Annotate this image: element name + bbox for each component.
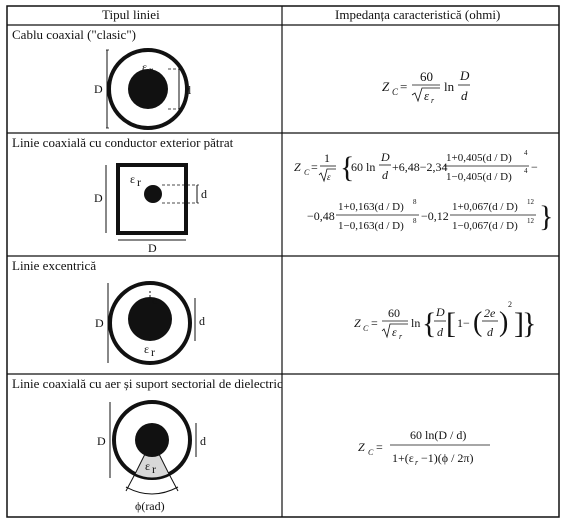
svg-text:r: r bbox=[152, 462, 156, 476]
svg-text:C: C bbox=[368, 448, 374, 457]
label-d: d bbox=[185, 83, 191, 97]
svg-text:=: = bbox=[371, 316, 378, 330]
svg-text:{: { bbox=[422, 307, 436, 340]
svg-text:D: D bbox=[94, 191, 103, 205]
svg-text:): ) bbox=[499, 307, 508, 338]
svg-text:=: = bbox=[311, 160, 318, 174]
svg-text:Z: Z bbox=[354, 316, 361, 330]
svg-text:+6,48−2,34: +6,48−2,34 bbox=[392, 160, 448, 174]
svg-text:=: = bbox=[400, 79, 407, 94]
svg-text:1+0,405(d / D): 1+0,405(d / D) bbox=[446, 152, 512, 164]
svg-text:1+0,163(d / D): 1+0,163(d / D) bbox=[338, 201, 404, 213]
svg-text:d: d bbox=[487, 325, 494, 339]
row-title-eccentric: Linie excentrică bbox=[12, 258, 97, 273]
header-impedance: Impedanța caracteristică (ohmi) bbox=[335, 7, 501, 22]
svg-text:d: d bbox=[200, 434, 206, 448]
svg-text:C: C bbox=[392, 87, 399, 97]
svg-text:r: r bbox=[399, 332, 403, 341]
svg-text:1+(ε: 1+(ε bbox=[392, 451, 414, 465]
svg-text:{: { bbox=[340, 151, 354, 184]
svg-text:2e: 2e bbox=[484, 306, 496, 320]
svg-text:=: = bbox=[376, 440, 383, 454]
svg-text:ε: ε bbox=[392, 325, 397, 339]
svg-text:c: c bbox=[152, 293, 157, 307]
svg-text:−: − bbox=[531, 160, 538, 174]
svg-text:d: d bbox=[461, 88, 468, 103]
square-coax-diagram: D d D ε r bbox=[94, 163, 207, 255]
svg-text:[: [ bbox=[446, 307, 456, 340]
svg-text:r: r bbox=[431, 96, 435, 105]
svg-text:C: C bbox=[304, 168, 310, 177]
row-title-sector: Linie coaxială cu aer și suport sectoria… bbox=[12, 376, 283, 391]
svg-text:ε: ε bbox=[144, 342, 149, 356]
angle-label: ϕ(rad) bbox=[135, 499, 165, 513]
formula-square-coax: Z C = 1 ε { 60 ln D d +6,48−2,34 1+0,405… bbox=[294, 149, 553, 233]
svg-text:1−0,067(d / D): 1−0,067(d / D) bbox=[452, 220, 518, 232]
row-title-coax: Cablu coaxial ("clasic") bbox=[12, 27, 136, 42]
svg-text:ε: ε bbox=[327, 172, 331, 182]
formula-sector-support: Z C = 60 ln(D / d) 1+(ε r −1)(ϕ / 2π) bbox=[358, 428, 490, 467]
svg-text:r: r bbox=[137, 175, 141, 189]
header-line-type: Tipul liniei bbox=[102, 7, 160, 22]
svg-text:4: 4 bbox=[524, 167, 528, 175]
svg-text:8: 8 bbox=[413, 198, 417, 206]
svg-text:2: 2 bbox=[508, 300, 512, 309]
formula-eccentric: Z C = 60 ε r ln { D d [ 1− ( 2e d ) 2 ] … bbox=[354, 300, 536, 341]
svg-text:d: d bbox=[199, 314, 205, 328]
svg-text:D: D bbox=[459, 68, 470, 83]
svg-text:r: r bbox=[151, 345, 155, 359]
svg-text:4: 4 bbox=[524, 149, 528, 157]
svg-text:ε: ε bbox=[424, 88, 430, 103]
svg-text:(: ( bbox=[473, 307, 482, 338]
svg-text:Z: Z bbox=[294, 160, 301, 174]
svg-text:1−: 1− bbox=[457, 316, 470, 330]
coax-classic-diagram: D d ε r bbox=[94, 48, 191, 130]
svg-text:ln: ln bbox=[411, 316, 420, 330]
svg-text:8: 8 bbox=[413, 217, 417, 225]
row-title-square: Linie coaxială cu conductor exterior păt… bbox=[12, 135, 234, 150]
svg-text:D: D bbox=[380, 150, 390, 164]
svg-text:d: d bbox=[382, 168, 389, 182]
svg-text:60 ln: 60 ln bbox=[351, 160, 375, 174]
svg-text:ln: ln bbox=[444, 79, 455, 94]
formula-coax-classic: Z C = 60 ε r ln D d bbox=[382, 68, 470, 105]
svg-text:C: C bbox=[363, 324, 369, 333]
svg-text:12: 12 bbox=[527, 217, 535, 225]
label-D: D bbox=[94, 82, 103, 96]
svg-text:d: d bbox=[201, 187, 207, 201]
svg-text:]: ] bbox=[514, 307, 524, 340]
svg-text:−0,48: −0,48 bbox=[307, 209, 335, 223]
svg-text:−0,12: −0,12 bbox=[421, 209, 449, 223]
svg-text:D: D bbox=[148, 241, 157, 255]
svg-text:r: r bbox=[149, 63, 153, 77]
svg-text:−1)(ϕ / 2π): −1)(ϕ / 2π) bbox=[421, 451, 473, 465]
svg-text:60: 60 bbox=[388, 306, 400, 320]
svg-text:ε: ε bbox=[145, 459, 150, 473]
svg-text:D: D bbox=[435, 305, 445, 319]
svg-text:}: } bbox=[522, 307, 536, 340]
eccentric-diagram: D d c ε r bbox=[95, 281, 205, 365]
impedance-table: D d ε r D d D ε r bbox=[6, 5, 560, 518]
svg-text:D: D bbox=[95, 316, 104, 330]
svg-text:D: D bbox=[97, 434, 106, 448]
label-epsilon: ε bbox=[142, 60, 147, 74]
sector-support-diagram: D d ε r ϕ(rad) bbox=[97, 400, 206, 513]
svg-text:1: 1 bbox=[324, 151, 330, 165]
svg-text:d: d bbox=[437, 325, 444, 339]
table-grid: D d ε r D d D ε r bbox=[6, 5, 560, 518]
svg-text:Z: Z bbox=[358, 440, 365, 454]
svg-text:12: 12 bbox=[527, 198, 535, 206]
svg-text:1+0,067(d / D): 1+0,067(d / D) bbox=[452, 201, 518, 213]
svg-text:60: 60 bbox=[420, 69, 433, 84]
svg-text:Z: Z bbox=[382, 79, 390, 94]
svg-text:}: } bbox=[539, 200, 553, 233]
svg-text:1−0,405(d / D): 1−0,405(d / D) bbox=[446, 171, 512, 183]
svg-text:1−0,163(d / D): 1−0,163(d / D) bbox=[338, 220, 404, 232]
svg-text:60 ln(D / d): 60 ln(D / d) bbox=[410, 428, 466, 442]
svg-text:r: r bbox=[415, 458, 419, 467]
svg-text:ε: ε bbox=[130, 172, 135, 186]
